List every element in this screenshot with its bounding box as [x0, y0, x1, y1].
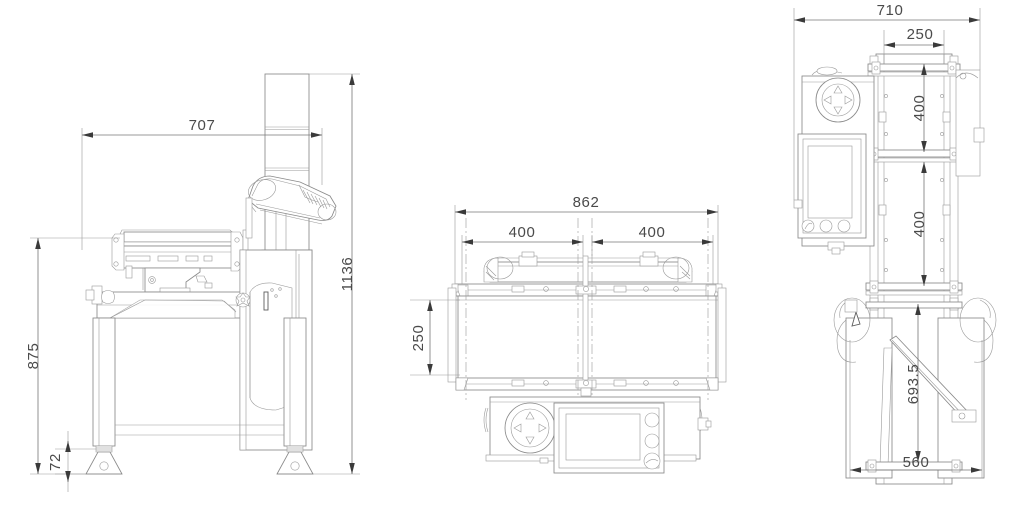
mast-column — [261, 73, 313, 261]
inclined-conveyor — [247, 175, 337, 225]
dim-400-left-label: 400 — [509, 224, 536, 241]
plan-hmi-panel — [797, 133, 867, 239]
dim-400-middle-label: 400 — [911, 211, 928, 238]
dim-72-label: 72 — [47, 453, 64, 471]
dim-707-label: 707 — [189, 117, 216, 134]
side-view: 707 1136 875 72 — [25, 73, 360, 492]
dim-707: 707 — [81, 117, 323, 250]
front-control-box — [483, 396, 712, 474]
plan-rotary-selector — [815, 77, 861, 123]
dim-710: 710 — [793, 2, 981, 200]
dim-400-right: 400 — [591, 224, 714, 284]
dim-710-label: 710 — [877, 2, 904, 19]
dim-250-plan: 250 — [883, 26, 945, 64]
dim-400-middle: 400 — [911, 162, 928, 286]
dim-400-upper-label: 400 — [911, 95, 928, 122]
dim-250-front-label: 250 — [410, 325, 427, 352]
dim-693-5: 693.5 — [905, 304, 922, 462]
dim-400-upper: 400 — [911, 64, 928, 152]
plan-cross-bars-low — [865, 280, 963, 311]
dim-560: 560 — [849, 340, 983, 478]
plan-cross-bars-mid — [865, 147, 963, 163]
side-view-geometry — [85, 73, 337, 475]
dim-862-label: 862 — [573, 194, 600, 211]
plan-right-bracket — [955, 69, 985, 177]
dim-1136: 1136 — [309, 73, 360, 475]
dim-400-right-label: 400 — [639, 224, 666, 241]
front-center-shaft — [465, 218, 709, 400]
top-view-geometry — [793, 53, 997, 485]
dim-1136-label: 1136 — [339, 257, 356, 292]
dim-250-plan-label: 250 — [907, 26, 934, 43]
plan-base-frame — [833, 297, 997, 479]
weigh-conveyor — [111, 197, 253, 294]
dim-560-label: 560 — [903, 454, 930, 471]
hmi-panel — [553, 402, 665, 474]
plan-cross-bars-top — [867, 61, 961, 77]
front-view-geometry — [447, 218, 727, 474]
plan-rail-fittings — [878, 94, 951, 272]
top-view: 710 250 400 400 693.5 560 — [793, 2, 997, 485]
front-view: 862 400 400 250 — [410, 194, 727, 474]
dim-250-front: 250 — [410, 299, 460, 376]
leveling-foot-left — [85, 445, 123, 475]
dim-875-label: 875 — [25, 343, 42, 370]
leveling-foot-right — [276, 445, 314, 475]
dim-72: 72 — [47, 431, 96, 492]
plan-control-pendant — [793, 66, 875, 255]
dim-862: 862 — [454, 194, 719, 284]
dim-693-5-label: 693.5 — [905, 364, 922, 405]
dim-875: 875 — [25, 237, 120, 475]
dim-400-left: 400 — [461, 224, 584, 284]
door-handle — [235, 292, 251, 308]
rotary-selector — [504, 402, 556, 454]
support-legs — [85, 317, 314, 475]
